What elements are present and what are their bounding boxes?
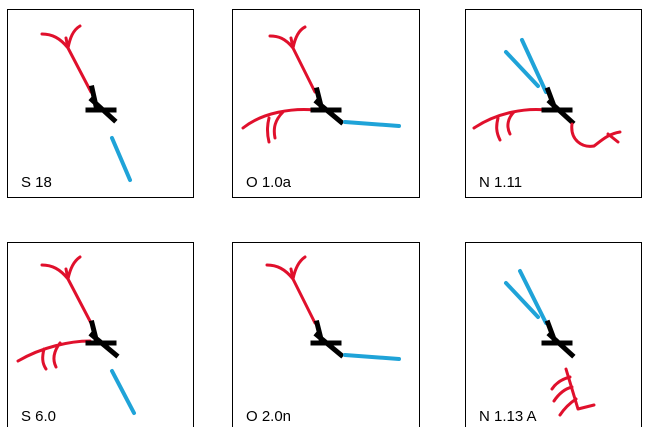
diagram-panel-s18: S 18 — [7, 9, 194, 198]
panel-label: N 1.13 A — [479, 408, 537, 425]
branch-diagram — [16, 255, 136, 415]
blue-right-branch — [343, 120, 401, 128]
junction-symbol — [85, 85, 118, 124]
panel-label: S 6.0 — [21, 408, 57, 425]
red-upper-branch — [40, 255, 93, 325]
panel-label: O 1.0a — [246, 174, 292, 191]
diagram-panel-o10a: O 1.0a — [232, 9, 420, 198]
diagram-panel-n111: N 1.11 — [465, 9, 642, 198]
branch-diagram — [40, 24, 132, 182]
panel-label: S 18 — [21, 174, 52, 191]
junction-symbol — [85, 319, 120, 359]
blue-lower-branch — [110, 136, 132, 182]
red-left-branch — [241, 108, 317, 144]
branch-diagram — [241, 25, 401, 144]
junction-symbol — [541, 319, 576, 359]
red-lower-branch — [550, 367, 596, 417]
junction-symbol — [310, 86, 345, 126]
red-upper-branch — [40, 24, 93, 94]
diagram-panel-o20n: O 2.0n — [232, 242, 420, 427]
panel-label: N 1.11 — [479, 174, 523, 191]
blue-upper-branch — [504, 38, 548, 94]
junction-symbol — [310, 319, 345, 359]
blue-upper-branch — [504, 269, 548, 325]
red-upper-branch — [268, 25, 317, 94]
junction-symbol — [541, 86, 576, 126]
branch-diagram — [472, 38, 622, 148]
red-left-branch — [472, 108, 548, 142]
diagram-panel-n113a: N 1.13 A — [465, 242, 642, 427]
diagram-panel-s60: S 6.0 — [7, 242, 194, 427]
red-upper-branch — [265, 255, 317, 325]
red-left-branch — [16, 339, 92, 371]
red-right-branch — [570, 122, 622, 148]
blue-right-branch — [343, 353, 401, 361]
blue-lower-branch — [110, 369, 136, 415]
branch-diagram — [265, 255, 401, 361]
panel-label: O 2.0n — [246, 408, 292, 425]
branch-diagram — [504, 269, 596, 417]
